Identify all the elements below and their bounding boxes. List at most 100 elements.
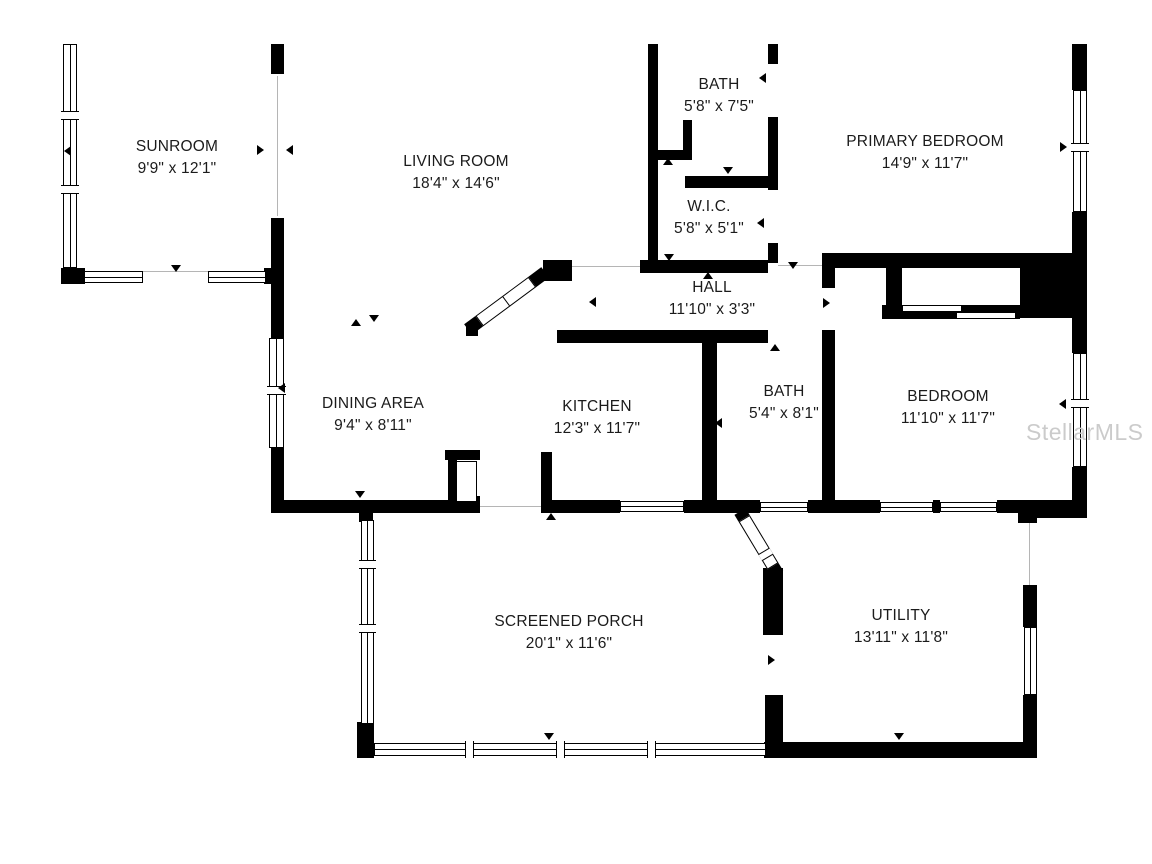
door-swing-marker bbox=[894, 733, 904, 740]
wall bbox=[61, 268, 85, 284]
wall bbox=[763, 568, 783, 635]
room-label-wic: W.I.C. 5'8" x 5'1" bbox=[674, 196, 744, 240]
room-label-hall: HALL 11'10" x 3'3" bbox=[669, 277, 755, 321]
porch-door-leaf bbox=[738, 515, 779, 570]
window bbox=[361, 520, 374, 724]
door-swing-marker bbox=[759, 73, 766, 83]
door-swing-marker bbox=[663, 158, 673, 165]
wall bbox=[543, 260, 572, 281]
diagonal-wall bbox=[734, 508, 784, 578]
room-dims: 12'3" x 11'7" bbox=[553, 420, 641, 437]
window-marker bbox=[1059, 399, 1066, 409]
wall bbox=[648, 44, 658, 263]
window-marker bbox=[64, 146, 71, 156]
window-mullion bbox=[267, 386, 286, 395]
door-swing-marker bbox=[757, 218, 764, 228]
wall bbox=[702, 330, 717, 513]
room-dims: 9'9" x 12'1" bbox=[137, 160, 217, 177]
window-mullion bbox=[647, 741, 656, 758]
room-label-kitchen: KITCHEN 12'3" x 11'7" bbox=[554, 396, 640, 440]
door-swing-marker bbox=[355, 491, 365, 498]
closet-door bbox=[456, 461, 477, 502]
window-mullion bbox=[1071, 399, 1089, 408]
room-dims: 18'4" x 14'6" bbox=[412, 175, 500, 192]
wall bbox=[1072, 44, 1087, 90]
door-swing-marker bbox=[544, 733, 554, 740]
window bbox=[63, 44, 77, 268]
room-name: BATH bbox=[763, 383, 805, 400]
wall bbox=[1072, 467, 1087, 513]
wall bbox=[1072, 315, 1087, 353]
closet-wall bbox=[448, 450, 457, 513]
wall bbox=[271, 44, 284, 74]
wall bbox=[1023, 585, 1037, 627]
room-label-dining-area: DINING AREA 9'4" x 8'11" bbox=[322, 393, 424, 437]
wall bbox=[271, 500, 467, 513]
door-swing-marker bbox=[823, 298, 830, 308]
room-dims: 14'9" x 11'7" bbox=[881, 155, 969, 172]
door-swing-marker bbox=[171, 265, 181, 272]
closet-sliding-door bbox=[902, 305, 962, 312]
room-name: DINING AREA bbox=[321, 395, 425, 412]
door-swing-marker bbox=[286, 145, 293, 155]
diagonal-wall bbox=[464, 267, 550, 335]
room-dims: 13'11" x 11'8" bbox=[853, 629, 949, 646]
window bbox=[760, 502, 808, 512]
door-swing-marker bbox=[768, 655, 775, 665]
window-mullion bbox=[359, 560, 376, 569]
room-dims: 9'4" x 8'11" bbox=[334, 417, 412, 434]
window bbox=[475, 276, 537, 327]
room-name: W.I.C. bbox=[687, 198, 731, 215]
closet-wall bbox=[445, 450, 480, 460]
wall bbox=[685, 176, 770, 188]
wall bbox=[359, 511, 373, 522]
door-swing-marker bbox=[704, 391, 711, 401]
wall bbox=[768, 44, 778, 64]
door-swing-marker bbox=[369, 315, 379, 322]
door-opening-line bbox=[277, 76, 278, 216]
wall bbox=[683, 120, 692, 160]
room-dims: 5'8" x 7'5" bbox=[684, 98, 754, 115]
wall bbox=[264, 268, 284, 284]
door-swing-marker bbox=[1020, 511, 1030, 518]
wall bbox=[822, 268, 835, 288]
room-dims: 11'10" x 3'3" bbox=[668, 301, 756, 318]
window bbox=[1024, 627, 1037, 695]
wall bbox=[640, 260, 768, 273]
wall bbox=[552, 500, 620, 513]
window bbox=[1073, 353, 1087, 467]
door-opening-line bbox=[480, 506, 541, 507]
wall bbox=[271, 218, 284, 284]
room-label-living-room: LIVING ROOM 18'4" x 14'6" bbox=[403, 151, 509, 195]
window bbox=[208, 271, 266, 283]
door-swing-marker bbox=[589, 297, 596, 307]
room-dims: 20'1" x 11'6" bbox=[525, 635, 613, 652]
window-marker bbox=[1060, 142, 1067, 152]
wall bbox=[684, 500, 737, 513]
room-name: LIVING ROOM bbox=[403, 153, 509, 170]
room-label-primary-bedroom: PRIMARY BEDROOM 14'9" x 11'7" bbox=[846, 131, 1003, 175]
wall bbox=[1037, 503, 1087, 518]
window-mullion bbox=[465, 741, 474, 758]
room-label-bath: BATH 5'8" x 7'5" bbox=[684, 74, 754, 118]
stellar-mls-watermark: StellarMLS bbox=[1026, 419, 1144, 445]
room-dims: 11'10" x 11'7" bbox=[900, 410, 996, 427]
room-dims: 5'4" x 8'1" bbox=[749, 405, 819, 422]
door-swing-marker bbox=[715, 418, 722, 428]
wall bbox=[822, 330, 835, 513]
wall bbox=[655, 150, 692, 160]
window-mullion bbox=[556, 741, 565, 758]
closet-sliding-door bbox=[956, 312, 1016, 319]
room-name: SCREENED PORCH bbox=[494, 613, 644, 630]
window-marker bbox=[278, 383, 285, 393]
room-name: BEDROOM bbox=[907, 388, 989, 405]
door-swing-marker bbox=[703, 272, 713, 279]
room-label-sunroom: SUNROOM 9'9" x 12'1" bbox=[136, 136, 218, 180]
room-name: SUNROOM bbox=[135, 138, 219, 155]
wall bbox=[822, 253, 1020, 268]
wall bbox=[768, 243, 778, 263]
wall bbox=[541, 452, 552, 513]
room-name: KITCHEN bbox=[562, 398, 632, 415]
door-swing-marker bbox=[257, 145, 264, 155]
